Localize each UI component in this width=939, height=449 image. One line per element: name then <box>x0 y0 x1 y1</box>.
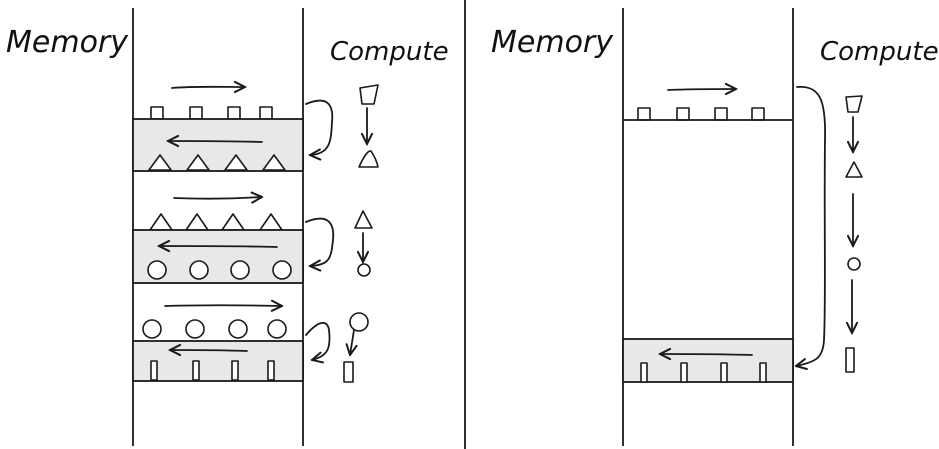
compute-bar-icon <box>343 361 354 383</box>
square-input-item <box>259 106 273 120</box>
bar-output-item <box>680 362 688 383</box>
circle-input-item <box>142 319 162 339</box>
right-memory-label: Memory <box>491 25 614 60</box>
read-arrow-fused <box>667 89 736 90</box>
compute-circle-icon <box>847 257 861 271</box>
bar-output-item <box>267 360 275 381</box>
triangle-output-item <box>186 154 210 171</box>
write-arrow-3 <box>170 350 248 351</box>
left-memory-label: Memory <box>6 25 129 60</box>
circle-output-item <box>272 260 292 280</box>
circle-output-item <box>189 260 209 280</box>
write-arrow-1 <box>168 141 263 142</box>
bar-output-item <box>231 360 239 381</box>
circle-input-item <box>185 319 205 339</box>
compute-loop-arrow-2 <box>305 217 335 266</box>
compute-circle-icon <box>357 263 371 277</box>
circle-input-item <box>228 319 248 339</box>
compute-triangle-icon <box>354 210 373 229</box>
compute-square-icon <box>845 95 863 113</box>
left-panel: Memory Compute <box>6 8 449 446</box>
stage-2 <box>132 197 373 284</box>
memory-band-3 <box>132 340 304 382</box>
compute-square-icon <box>359 84 379 105</box>
memory-band-output <box>622 338 794 383</box>
compute-loop-arrow-3 <box>305 321 331 360</box>
square-input-item <box>751 107 765 121</box>
triangle-input-item <box>149 213 173 231</box>
compute-bar-icon <box>845 347 855 373</box>
write-arrow-2 <box>159 246 278 247</box>
square-input-item <box>637 107 651 121</box>
circle-output-item <box>230 260 250 280</box>
stage-1 <box>132 84 379 172</box>
read-arrow-2 <box>173 197 262 199</box>
square-input-item <box>676 107 690 121</box>
triangle-output-item <box>224 154 248 171</box>
square-input-item <box>189 106 203 120</box>
compute-circle-icon <box>349 312 369 332</box>
triangle-input-item <box>259 213 283 231</box>
circle-input-item <box>267 319 287 339</box>
bar-output-item <box>192 360 200 381</box>
square-input-item <box>150 106 164 120</box>
read-arrow-1 <box>171 87 245 88</box>
square-input-item <box>714 107 728 121</box>
compute-arrow-3 <box>350 329 354 355</box>
triangle-input-item <box>221 213 245 231</box>
read-arrow-3 <box>164 305 282 306</box>
compute-loop-arrow-1 <box>305 99 334 155</box>
right-compute-label: Compute <box>820 37 939 67</box>
stage-3 <box>132 305 369 383</box>
right-panel: Memory Compute <box>491 8 939 446</box>
write-arrow-fused <box>660 354 753 355</box>
circle-output-item <box>147 260 167 280</box>
fused-compute-arrow <box>796 86 826 366</box>
bar-output-item <box>720 362 728 383</box>
bar-output-item <box>150 360 158 381</box>
triangle-input-item <box>185 213 209 231</box>
bar-output-item <box>759 362 767 383</box>
left-compute-label: Compute <box>330 37 449 67</box>
bar-output-item <box>640 362 648 383</box>
square-input-item <box>227 106 241 120</box>
compute-triangle-icon <box>358 150 379 168</box>
compute-triangle-icon <box>845 161 863 178</box>
triangle-output-item <box>148 154 172 171</box>
triangle-output-item <box>262 154 286 171</box>
